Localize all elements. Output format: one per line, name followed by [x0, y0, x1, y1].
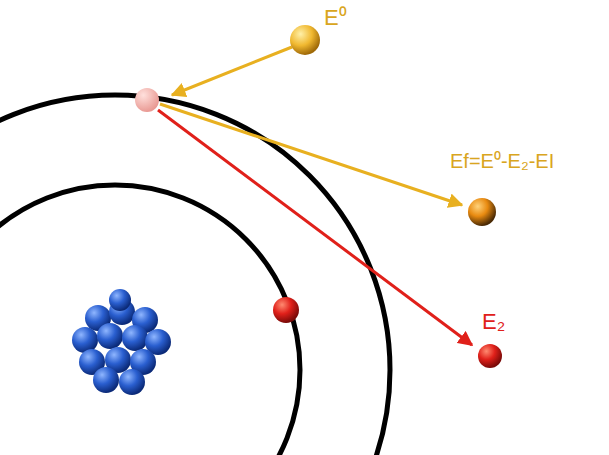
incoming-photon	[290, 25, 320, 55]
electron-energy-label: E₂	[482, 310, 505, 334]
scattered-photon-arrow	[160, 104, 462, 205]
inner-orbit	[0, 185, 300, 455]
scattered-energy-label: Ef=E⁰-E₂-EI	[450, 150, 554, 172]
bound-electron	[273, 297, 299, 323]
photon-energy-label: E⁰	[324, 6, 347, 30]
outer-orbit	[0, 95, 390, 455]
nucleus	[72, 289, 171, 395]
ejected-electron	[478, 344, 502, 368]
scattered-photon	[468, 198, 496, 226]
ejected-electron-arrow	[158, 110, 472, 345]
incoming-photon-arrow	[172, 47, 292, 95]
vacancy-electron	[135, 88, 159, 112]
